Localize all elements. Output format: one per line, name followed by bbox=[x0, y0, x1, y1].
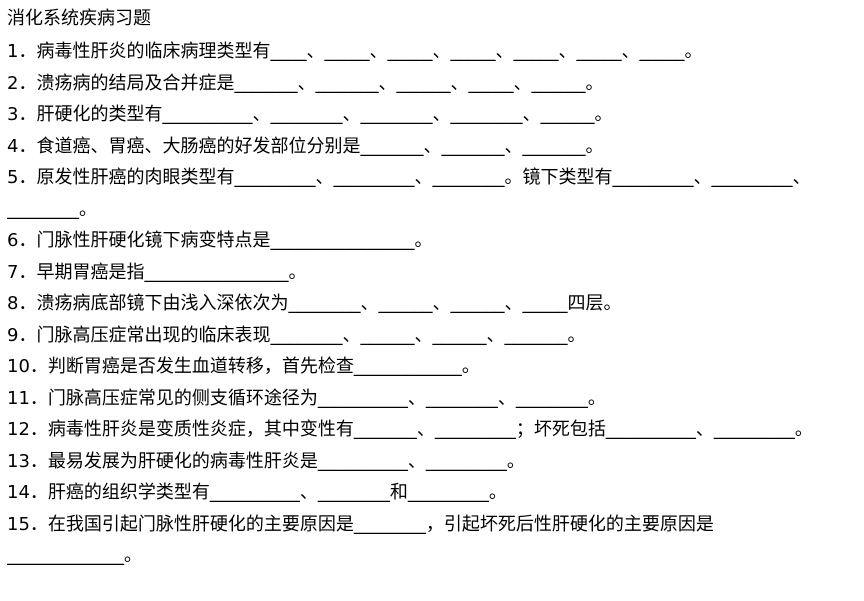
question-text: 在我国引起门脉性肝硬化的主要原因是________，引起坏死后性肝硬化的主要原因… bbox=[7, 513, 714, 567]
question-10: 10．判断胃癌是否发生血道转移，首先检查____________。 bbox=[7, 351, 846, 383]
question-1: 1．病毒性肝炎的临床病理类型有____、_____、_____、_____、__… bbox=[7, 36, 846, 68]
question-number: 4． bbox=[7, 135, 37, 157]
question-text: 肝硬化的类型有__________、________、________、____… bbox=[36, 104, 613, 125]
question-text: 门脉高压症常出现的临床表现________、______、______、____… bbox=[36, 324, 586, 346]
question-11: 11．门脉高压症常见的侧支循环途径为__________、________、__… bbox=[7, 383, 846, 415]
question-text: 食道癌、胃癌、大肠癌的好发部位分别是_______、_______、______… bbox=[36, 135, 604, 157]
question-13: 13．最易发展为肝硬化的病毒性肝炎是__________、_________。 bbox=[7, 446, 846, 478]
question-12: 12．病毒性肝炎是变质性炎症，其中变性有_______、_________；坏死… bbox=[7, 414, 846, 446]
question-text: 门脉高压症常见的侧支循环途径为__________、________、_____… bbox=[47, 387, 606, 409]
question-text: 原发性肝癌的肉眼类型有_________、_________、________。… bbox=[7, 167, 811, 220]
question-text: 病毒性肝炎是变质性炎症，其中变性有_______、_________；坏死包括_… bbox=[47, 419, 813, 440]
question-number: 11． bbox=[7, 387, 48, 409]
question-number: 9． bbox=[7, 324, 37, 346]
question-3: 3．肝硬化的类型有__________、________、________、__… bbox=[7, 99, 846, 131]
question-number: 2． bbox=[7, 72, 37, 94]
question-number: 7． bbox=[7, 261, 37, 283]
question-number: 6． bbox=[7, 230, 37, 251]
question-4: 4．食道癌、胃癌、大肠癌的好发部位分别是_______、_______、____… bbox=[7, 131, 846, 163]
question-text: 溃疡病的结局及合并症是_______、_______、______、_____、… bbox=[36, 72, 604, 94]
question-text: 溃疡病底部镜下由浅入深依次为________、______、______、___… bbox=[36, 293, 622, 314]
question-number: 5． bbox=[7, 167, 37, 188]
question-9: 9．门脉高压症常出现的临床表现________、______、______、__… bbox=[7, 320, 846, 352]
question-8: 8．溃疡病底部镜下由浅入深依次为________、______、______、_… bbox=[7, 288, 846, 320]
question-text: 肝癌的组织学类型有__________、________和_________。 bbox=[47, 482, 507, 503]
question-text: 判断胃癌是否发生血道转移，首先检查____________。 bbox=[47, 356, 480, 377]
question-number: 3． bbox=[7, 104, 37, 125]
question-number: 13． bbox=[7, 450, 48, 472]
question-number: 8． bbox=[7, 293, 37, 314]
question-number: 15． bbox=[7, 513, 48, 535]
question-2: 2．溃疡病的结局及合并症是_______、_______、______、____… bbox=[7, 68, 846, 100]
document-title: 消化系统疾病习题 bbox=[7, 8, 151, 29]
question-15: 15．在我国引起门脉性肝硬化的主要原因是________，引起坏死后性肝硬化的主… bbox=[7, 509, 846, 572]
question-number: 14． bbox=[7, 482, 48, 503]
question-text: 门脉性肝硬化镜下病变特点是________________。 bbox=[36, 230, 433, 251]
question-number: 10． bbox=[7, 356, 48, 377]
question-text: 最易发展为肝硬化的病毒性肝炎是__________、_________。 bbox=[47, 450, 525, 472]
question-5: 5．原发性肝癌的肉眼类型有_________、_________、_______… bbox=[7, 162, 846, 225]
question-14: 14．肝癌的组织学类型有__________、________和________… bbox=[7, 477, 846, 509]
question-6: 6．门脉性肝硬化镜下病变特点是________________。 bbox=[7, 225, 846, 257]
question-number: 1． bbox=[7, 41, 37, 62]
question-7: 7．早期胃癌是指________________。 bbox=[7, 257, 846, 289]
question-number: 12． bbox=[7, 419, 48, 440]
question-text: 早期胃癌是指________________。 bbox=[36, 261, 307, 283]
question-text: 病毒性肝炎的临床病理类型有____、_____、_____、_____、____… bbox=[36, 41, 703, 62]
